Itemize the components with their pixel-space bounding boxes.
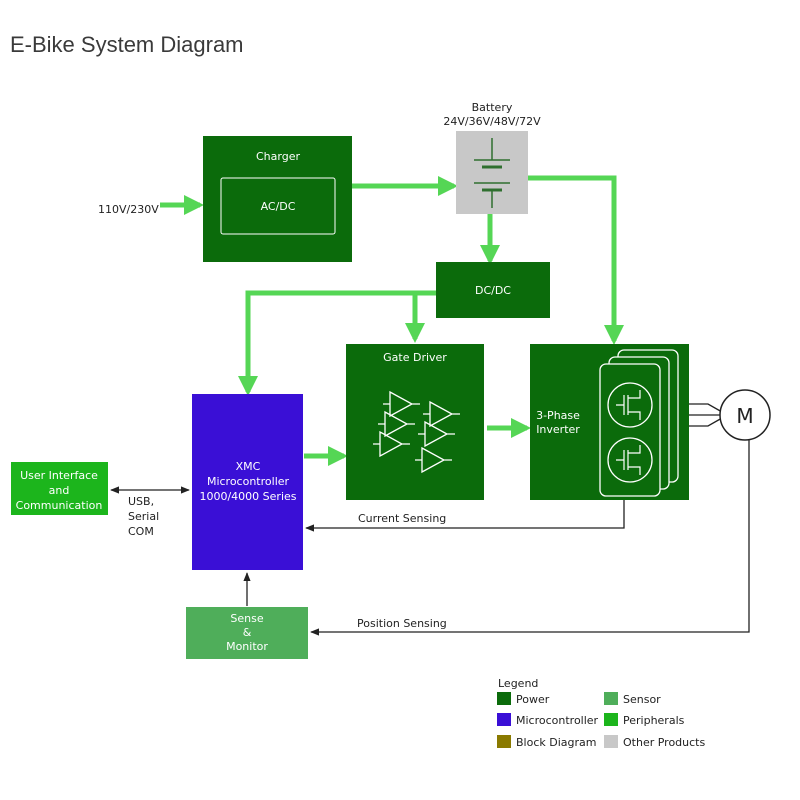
charger-title: Charger [256,150,300,163]
gate-driver-buffer-icons [373,390,460,474]
inverter-label-line1: 3-Phase [536,409,580,422]
buffer-icon [423,400,460,428]
mcu-label-line3: 1000/4000 Series [199,490,296,503]
buffer-icon [378,410,415,438]
legend-swatch-block-diagram [497,735,511,748]
sense-monitor-block[interactable] [186,607,308,659]
usb-label-line2: Serial [128,510,159,523]
ui-label-line3: Communication [16,499,103,512]
current-sensing-arrow [305,500,625,532]
legend: Legend Power Sensor Microcontroller Peri… [497,677,705,749]
motor-label: M [736,404,753,428]
buffer-icon [383,390,420,418]
battery-label: Battery [472,101,513,114]
charger-block[interactable] [203,136,352,262]
battery-voltages: 24V/36V/48V/72V [443,115,541,128]
buffer-icon [415,446,452,474]
dcdc-to-mcu-arrow [238,290,436,396]
ui-label-line2: and [49,484,70,497]
user-interface-block[interactable] [11,462,108,515]
buffer-icon [418,420,455,448]
gate-driver-block[interactable] [346,344,484,500]
sense-label-line1: Sense [230,612,263,625]
acdc-label: AC/DC [261,200,296,213]
battery-to-inverter-arrow [528,175,624,345]
buffer-icon [373,430,410,458]
usb-label-line3: COM [128,525,154,538]
inverter-stack-icon [599,349,679,497]
acdc-subblock [220,177,336,235]
position-sensing-label: Position Sensing [357,617,447,630]
battery-icon [474,138,510,208]
legend-title: Legend [498,677,538,690]
dcdc-label: DC/DC [475,284,511,297]
motor-connections [689,403,723,427]
input-voltage-label: 110V/230V [98,203,159,216]
mcu-label-line1: XMC [236,460,261,473]
motor-icon[interactable] [719,389,771,441]
legend-label-power: Power [516,693,550,706]
legend-label-peripherals: Peripherals [623,714,685,727]
current-sensing-label: Current Sensing [358,512,446,525]
legend-swatch-sensor [604,692,618,705]
usb-label-line1: USB, [128,495,154,508]
legend-swatch-other-products [604,735,618,748]
legend-swatch-microcontroller [497,713,511,726]
mcu-block[interactable] [192,394,303,570]
mcu-label-line2: Microcontroller [207,475,290,488]
power-flow-arrows [160,175,624,466]
position-sensing-arrow [310,440,750,636]
gate-driver-label: Gate Driver [383,351,447,364]
legend-label-other-products: Other Products [623,736,705,749]
sense-label-line2: & [243,626,252,639]
dcdc-block[interactable] [436,262,550,318]
ui-label-line1: User Interface [20,469,98,482]
legend-swatch-peripherals [604,713,618,726]
page-title: E-Bike System Diagram [10,32,244,57]
sense-label-line3: Monitor [226,640,268,653]
legend-swatch-power [497,692,511,705]
legend-label-block-diagram: Block Diagram [516,736,596,749]
legend-label-microcontroller: Microcontroller [516,714,599,727]
legend-label-sensor: Sensor [623,693,661,706]
inverter-label-line2: Inverter [536,423,580,436]
